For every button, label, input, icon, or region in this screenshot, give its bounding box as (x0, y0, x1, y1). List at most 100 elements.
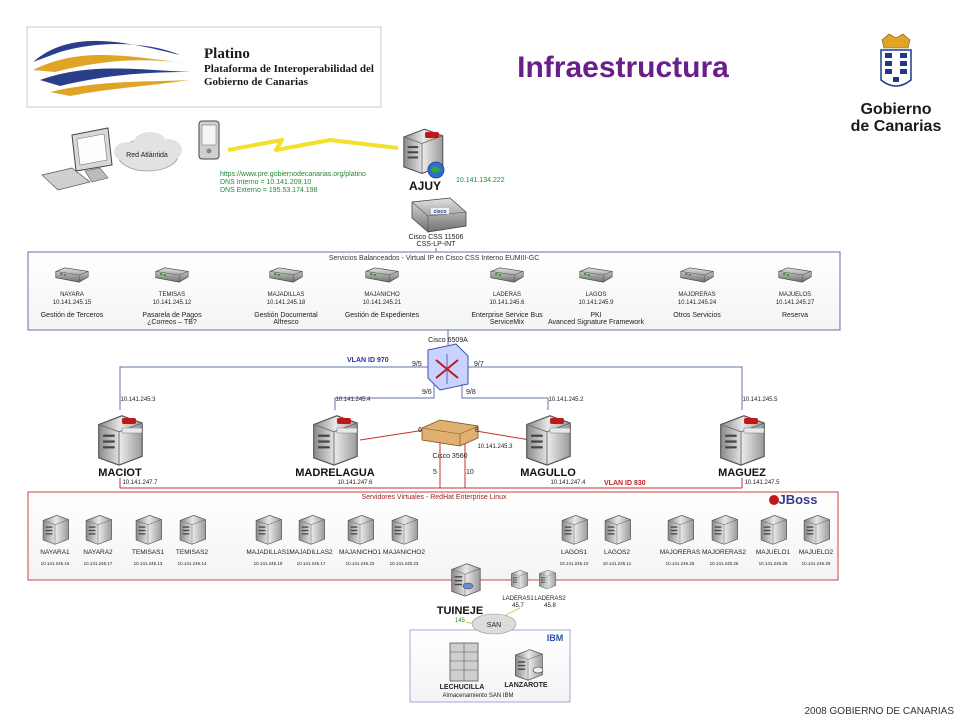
laderas2-name: LADERAS2 (534, 596, 566, 602)
url-line: https://www.pre.gobiernodecanarias.org/p… (220, 171, 366, 178)
virtual-server-icon (298, 514, 326, 545)
port-9-6: 9/6 (422, 389, 432, 396)
vm-ip: 10.141.245.11 (603, 561, 632, 566)
service-desc: Gestión de Expedientes (345, 312, 420, 319)
ajuy-name: AJUY (409, 179, 441, 193)
vm-ip: 10.141.245.10 (560, 561, 589, 566)
port-9-5: 9/5 (412, 361, 422, 368)
vm-name: MAJORERAS (660, 549, 701, 556)
platino-line2: Gobierno de Canarias (204, 76, 309, 88)
laderas1-server-icon (511, 569, 529, 590)
vm-majoreras2: MAJORERAS2 10.141.245.26 (702, 514, 746, 566)
port-10: 10 (466, 469, 474, 476)
laderas2-ip: 45.8 (544, 603, 556, 609)
cisco6509-label: Cisco 6509A (428, 337, 468, 344)
vm-name: NAYARA2 (83, 549, 113, 556)
service-name: MAJADILLAS (268, 292, 305, 298)
vm-ip: 10.141.245.19 (254, 561, 283, 566)
vmware-server-icon (525, 415, 571, 466)
platino-line1: Plataforma de Interoperabilidad del (204, 63, 374, 75)
lechucilla-rack-icon (449, 642, 479, 682)
service-desc: Otros Servicios (673, 312, 721, 319)
lechucilla-name: LECHUCILLA (440, 684, 485, 691)
ibm-logo: IBM (547, 633, 564, 643)
virtual-server-icon (347, 514, 375, 545)
service-ip: 10.141.245.9 (578, 300, 614, 306)
vm-ip: 10.141.245.26 (710, 561, 739, 566)
jboss-label: JBoss (778, 492, 817, 507)
service-desc: PKI (590, 312, 601, 319)
vm-ip: 10.141.245.28 (759, 561, 788, 566)
platino-logo: Platino Plataforma de Interoperabilidad … (26, 26, 382, 108)
laderas2-server-icon (539, 569, 557, 590)
host-ip-bottom: 10.141.247.5 (744, 480, 780, 486)
tuineje-ip: 145 (455, 618, 466, 624)
cisco3560-label: Cisco 3560 (432, 453, 467, 460)
cisco-css-label-1: Cisco CSS 11506 (409, 234, 464, 241)
vm-name: MAJADILLAS2 (289, 549, 333, 556)
host-name: MACIOT (98, 467, 142, 479)
port-9-8: 9/8 (466, 389, 476, 396)
hosts-group: 10.141.245.3MACIOT10.141.247.710.141.245… (97, 397, 780, 486)
lightning-link-icon (227, 138, 399, 152)
service-desc: Reserva (782, 312, 808, 319)
ajuy-server-icon (403, 128, 445, 179)
virtual-server-icon (135, 514, 163, 545)
laderas1-ip: 45.7 (512, 603, 524, 609)
vm-name: MAJORERAS2 (702, 549, 746, 556)
vm-name: TEMISAS2 (176, 549, 209, 556)
virtual-server-icon (179, 514, 207, 545)
virtual-server-icon (711, 514, 739, 545)
virtual-server-icon (803, 514, 831, 545)
service-desc: Pasarela de Pagos (142, 312, 202, 319)
san-label: SAN (487, 622, 501, 629)
host-name: MADRELAGUA (295, 467, 374, 479)
service-ip: 10.141.245.6 (489, 300, 525, 306)
vm-ip: 10.141.245.29 (802, 561, 831, 566)
lanzarote-storage-icon (514, 649, 544, 681)
vmware-server-icon (312, 415, 358, 466)
vm-ip: 10.141.245.22 (346, 561, 375, 566)
host-ip-bottom: 10.141.247.6 (337, 480, 373, 486)
service-name: NAYARA (60, 292, 84, 298)
cloud-label: Red Atlántida (126, 152, 168, 159)
virtual-server-icon (604, 514, 632, 545)
vm-ip: 10.141.245.17 (297, 561, 326, 566)
services-box (27, 251, 841, 331)
vlan830-label: VLAN ID 830 (604, 480, 646, 487)
tuineje-server-icon (451, 563, 481, 597)
jboss-logo: JBoss (769, 492, 818, 507)
pda-icon (198, 120, 220, 160)
service-name: LADERAS (493, 292, 521, 298)
ajuy-ip: 10.141.134.222 (456, 177, 505, 184)
host-name: MAGUEZ (718, 467, 766, 479)
service-ip: 10.141.245.12 (153, 300, 192, 306)
virtual-server-icon (42, 514, 70, 545)
virtual-server-icon (255, 514, 283, 545)
gobierno-line1: Gobierno (860, 101, 931, 118)
vm-name: TEMISAS1 (132, 549, 165, 556)
vlan970-label: VLAN ID 970 (347, 357, 389, 364)
service-desc: Enterprise Service Bus (471, 312, 543, 319)
vm-box-title: Servidores Virtuales - RedHat Enterprise… (362, 494, 507, 501)
services-title: Servicios Balanceados - Virtual IP en Ci… (329, 255, 540, 262)
service-desc: Avanced Signature Framework (548, 319, 644, 326)
virtual-server-icon (760, 514, 788, 545)
host-ip-bottom: 10.141.247.7 (122, 480, 158, 486)
host-ip-top: 10.141.245.5 (742, 397, 778, 403)
service-ip: 10.141.245.24 (678, 300, 717, 306)
lanzarote-name: LANZAROTE (504, 682, 547, 689)
desktop-computer-icon (41, 127, 113, 191)
cisco6509-router-icon (427, 343, 469, 391)
service-desc: ¿Correos – TB? (147, 319, 197, 326)
